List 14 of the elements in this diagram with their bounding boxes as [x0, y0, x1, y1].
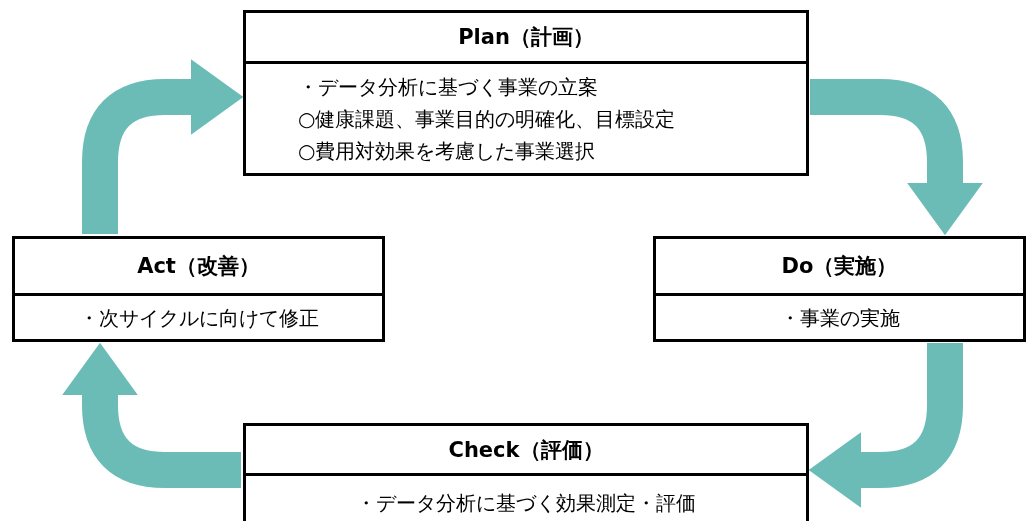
list-item: ・データ分析に基づく効果測定・評価 — [356, 490, 696, 517]
list-item: ○健康課題、事業目的の明確化、目標設定 — [298, 105, 676, 133]
box-heading: Check（評価） — [246, 426, 806, 476]
box-heading: Plan（計画） — [246, 13, 806, 64]
process-box — [12, 236, 385, 342]
process-box — [243, 423, 809, 521]
list-item: ・事業の実施 — [779, 304, 900, 332]
list-item: ・次サイクルに向けて修正 — [78, 304, 319, 332]
list-item: ・データ分析に基づく事業の立案 — [298, 73, 598, 101]
box-heading: Do（実施） — [656, 239, 1023, 296]
box-heading: Act（改善） — [15, 239, 382, 296]
list-item: ○費用対効果を考慮した事業選択 — [298, 137, 596, 165]
process-box — [243, 10, 809, 176]
process-box — [653, 236, 1026, 342]
